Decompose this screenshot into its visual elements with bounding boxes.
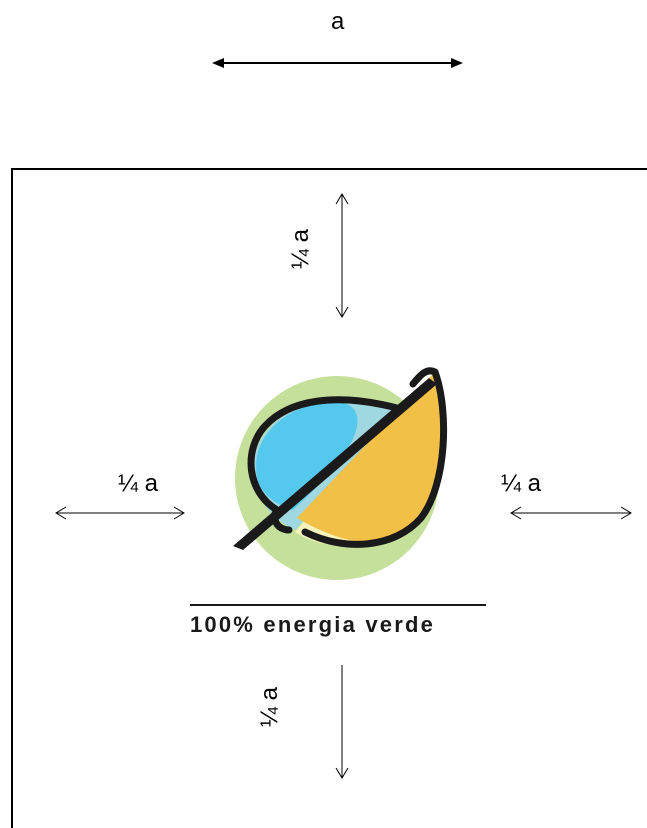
- width-dimension-label: a: [331, 8, 345, 35]
- margin-arrows: [55, 193, 632, 779]
- right-margin-label: ¼ a: [501, 470, 542, 497]
- clear-space-frame: [11, 168, 647, 828]
- left-margin-label: ¼ a: [118, 470, 159, 497]
- right-margin-arrow: [510, 506, 632, 520]
- bottom-margin-label: ¼ a: [256, 686, 284, 728]
- bottom-margin-arrow: [335, 665, 349, 779]
- energy-logo-icon: [233, 367, 448, 580]
- logo-caption: 100% energia verde: [190, 604, 486, 638]
- top-margin-label: ¼ a: [287, 228, 315, 270]
- top-margin-arrow: [335, 193, 349, 318]
- left-margin-arrow: [55, 506, 185, 520]
- width-dimension-arrow: [212, 58, 463, 68]
